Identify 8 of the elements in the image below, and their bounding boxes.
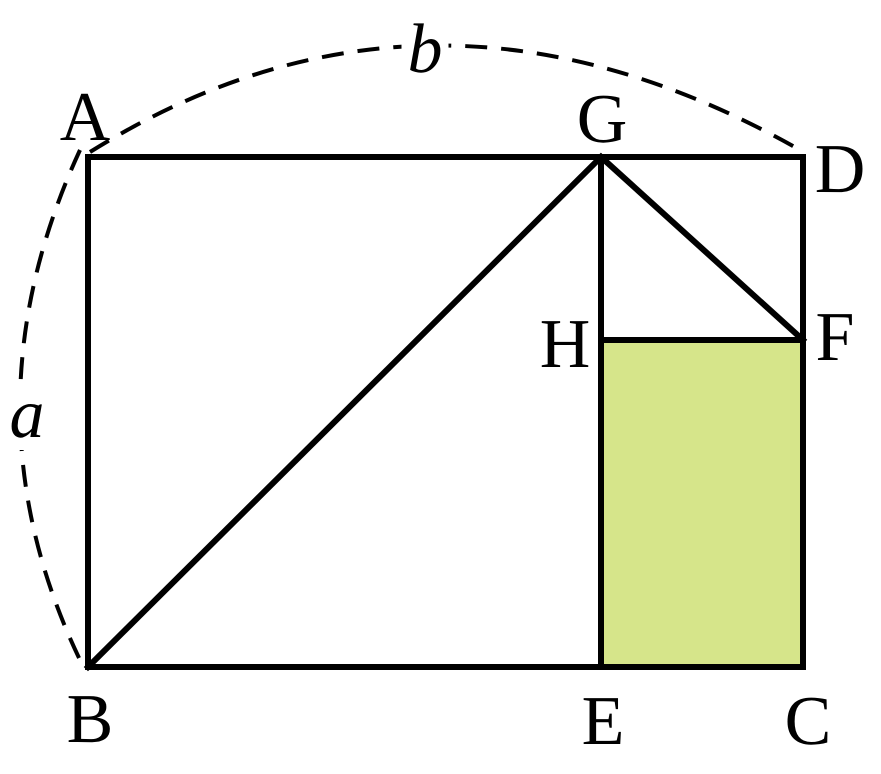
point-label: B [66, 685, 114, 755]
point-label: E [582, 687, 624, 757]
point-label: D [814, 135, 866, 205]
point-label: A [60, 83, 110, 153]
point-label: F [816, 303, 854, 373]
point-label: G [576, 85, 628, 155]
point-label: C [784, 687, 832, 757]
point-label: H [540, 310, 590, 380]
